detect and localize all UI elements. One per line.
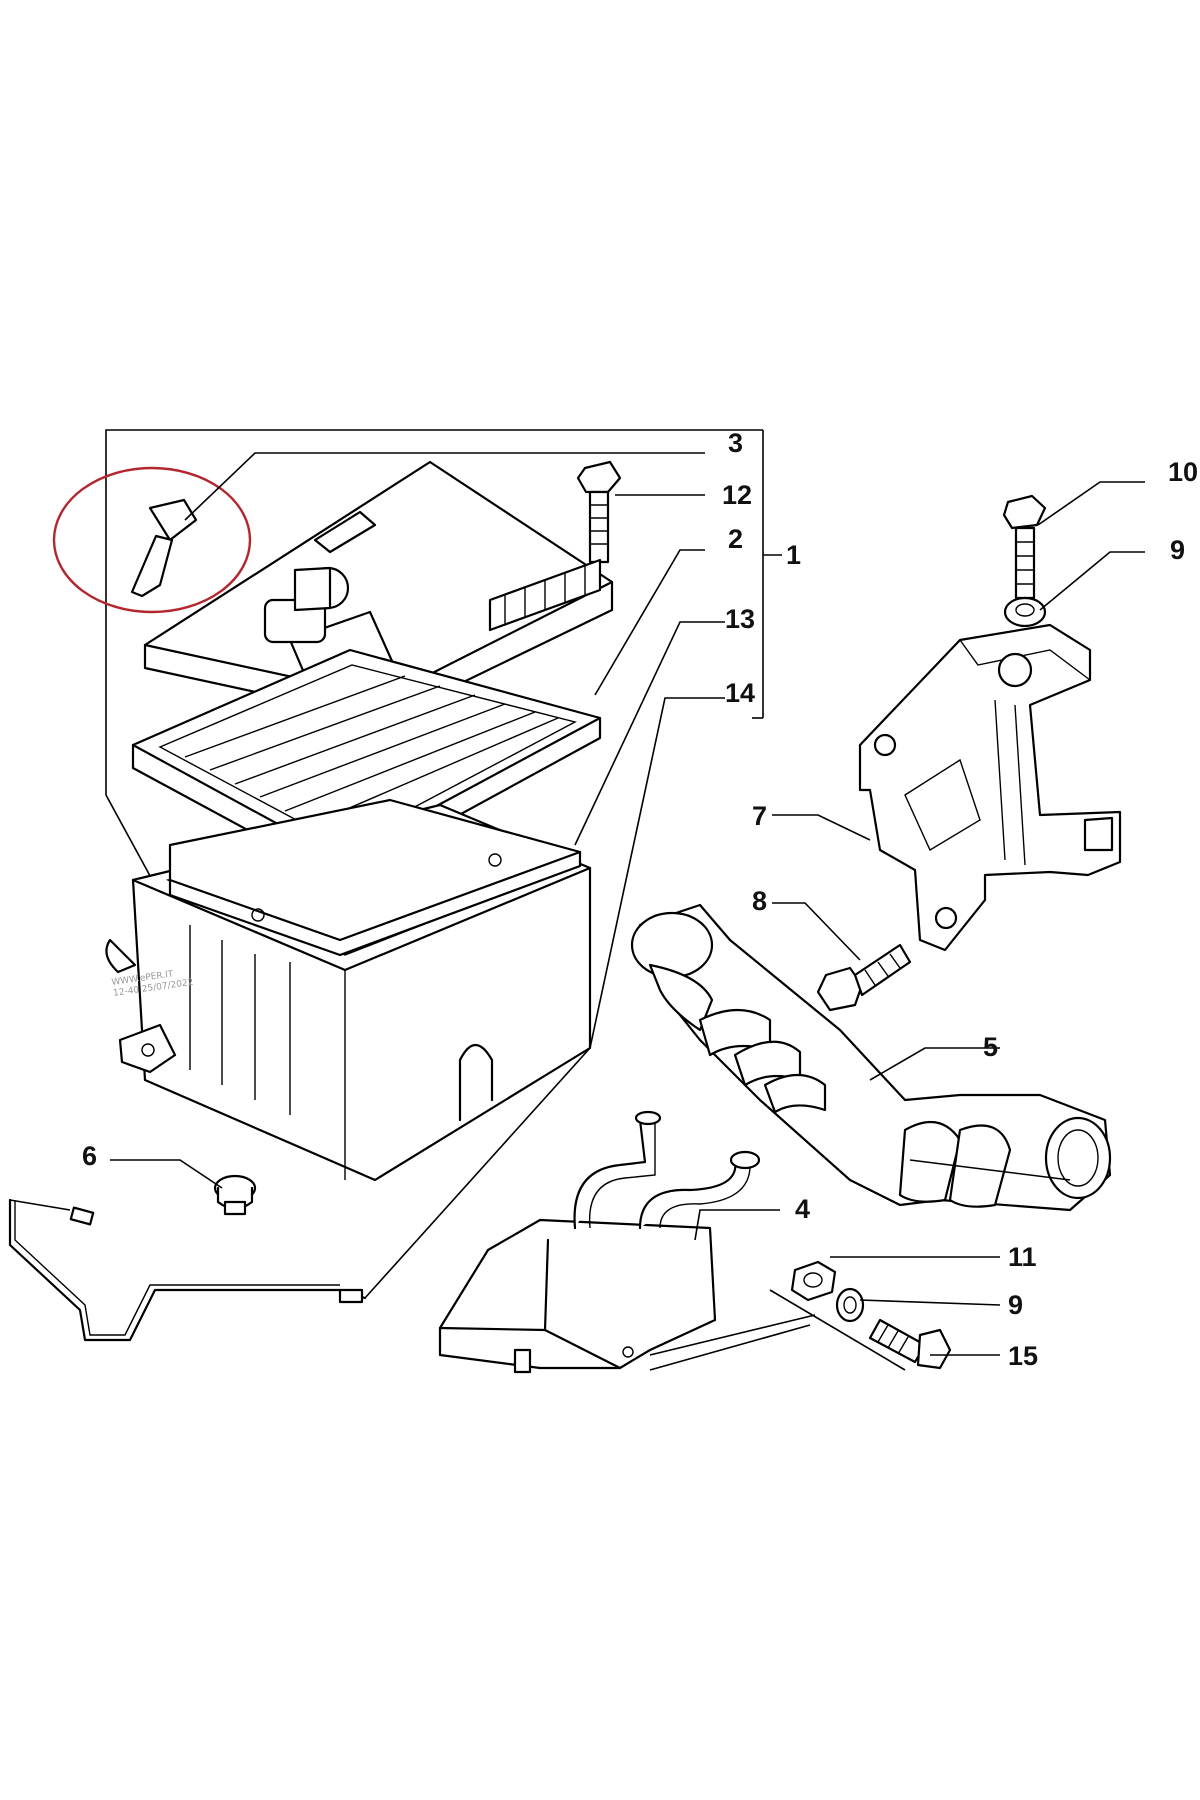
intake-duct-part-5 [630, 903, 1112, 1212]
bracket-part-7 [858, 623, 1122, 952]
housing-lower-part [105, 798, 592, 1182]
highlight-circle [52, 466, 252, 614]
screw-part-12 [576, 460, 622, 564]
filter-element-part-2 [131, 648, 602, 882]
callout-14: 14 [725, 678, 755, 708]
callout-15: 15 [1008, 1341, 1038, 1371]
group-bracket-1 [105, 429, 782, 886]
callout-5: 5 [983, 1032, 998, 1062]
bolt-part-10 [1002, 494, 1047, 600]
washer-part-9-upper [1003, 596, 1047, 628]
callout-13: 13 [725, 604, 755, 634]
grommet-part-6 [213, 1174, 257, 1216]
callout-2: 2 [728, 524, 743, 554]
callout-6: 6 [82, 1141, 97, 1171]
hose-part-14 [8, 1198, 367, 1342]
bolt-part-8 [816, 943, 912, 1012]
callout-10: 10 [1168, 457, 1198, 487]
nut-part-11 [790, 1260, 837, 1302]
callout-3: 3 [728, 428, 743, 458]
callout-labels: 3 12 2 1 13 14 10 9 7 8 5 4 6 11 9 15 [82, 428, 1198, 1371]
callout-11: 11 [1008, 1242, 1037, 1272]
bolt-part-15 [868, 1318, 952, 1370]
callout-1: 1 [786, 540, 801, 570]
callout-12: 12 [722, 480, 752, 510]
callout-7: 7 [752, 801, 767, 831]
resonator-part-4 [438, 1110, 761, 1374]
washer-part-9-lower [835, 1287, 865, 1323]
mounting-axis-lines [649, 1289, 906, 1371]
callout-9-lower: 9 [1008, 1290, 1023, 1320]
callout-8: 8 [752, 886, 767, 916]
callout-9-upper: 9 [1170, 535, 1185, 565]
callout-4: 4 [795, 1194, 810, 1224]
clip-part-3 [130, 498, 198, 598]
leader-lines [110, 452, 1145, 1356]
cover-upper-part [143, 460, 614, 736]
